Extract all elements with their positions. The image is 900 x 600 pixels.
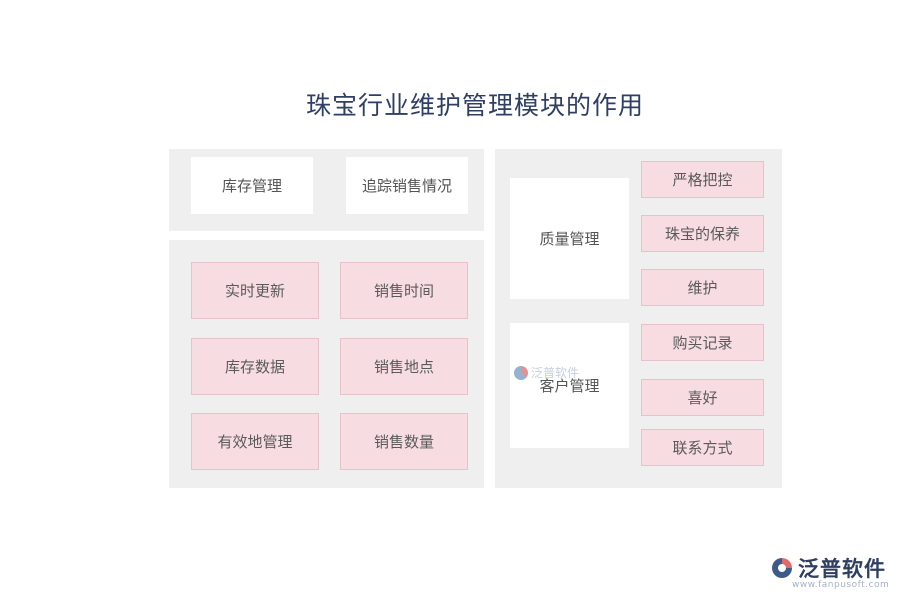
watermark-logo-icon xyxy=(514,365,528,380)
watermark-text: 泛普软件 xyxy=(531,366,580,380)
maintenance-box: 维护 xyxy=(641,269,764,306)
strict-control-box: 严格把控 xyxy=(641,161,764,198)
sales-time-box: 销售时间 xyxy=(340,262,468,319)
diagram-title: 珠宝行业维护管理模块的作用 xyxy=(305,91,644,120)
brand-name: 泛普软件 xyxy=(798,557,886,581)
effective-management-box: 有效地管理 xyxy=(191,413,319,470)
watermark: 泛普软件 xyxy=(514,364,579,381)
quality-management-box: 质量管理 xyxy=(510,178,629,299)
jewelry-care-box: 珠宝的保养 xyxy=(641,215,764,252)
preferences-box: 喜好 xyxy=(641,379,764,416)
sales-location-box: 销售地点 xyxy=(340,338,468,395)
realtime-update-box: 实时更新 xyxy=(191,262,319,319)
brand-url: www.fanpusoft.com xyxy=(792,580,890,590)
sales-quantity-box: 销售数量 xyxy=(340,413,468,470)
brand-logo: 泛普软件 xyxy=(770,553,886,583)
inventory-management-box: 库存管理 xyxy=(191,157,313,214)
track-sales-box: 追踪销售情况 xyxy=(346,157,468,214)
inventory-data-box: 库存数据 xyxy=(191,338,319,395)
customer-management-box: 客户管理 xyxy=(510,323,629,448)
contact-info-box: 联系方式 xyxy=(641,429,764,466)
purchase-records-box: 购买记录 xyxy=(641,324,764,361)
fanpu-logo-icon xyxy=(772,558,792,578)
